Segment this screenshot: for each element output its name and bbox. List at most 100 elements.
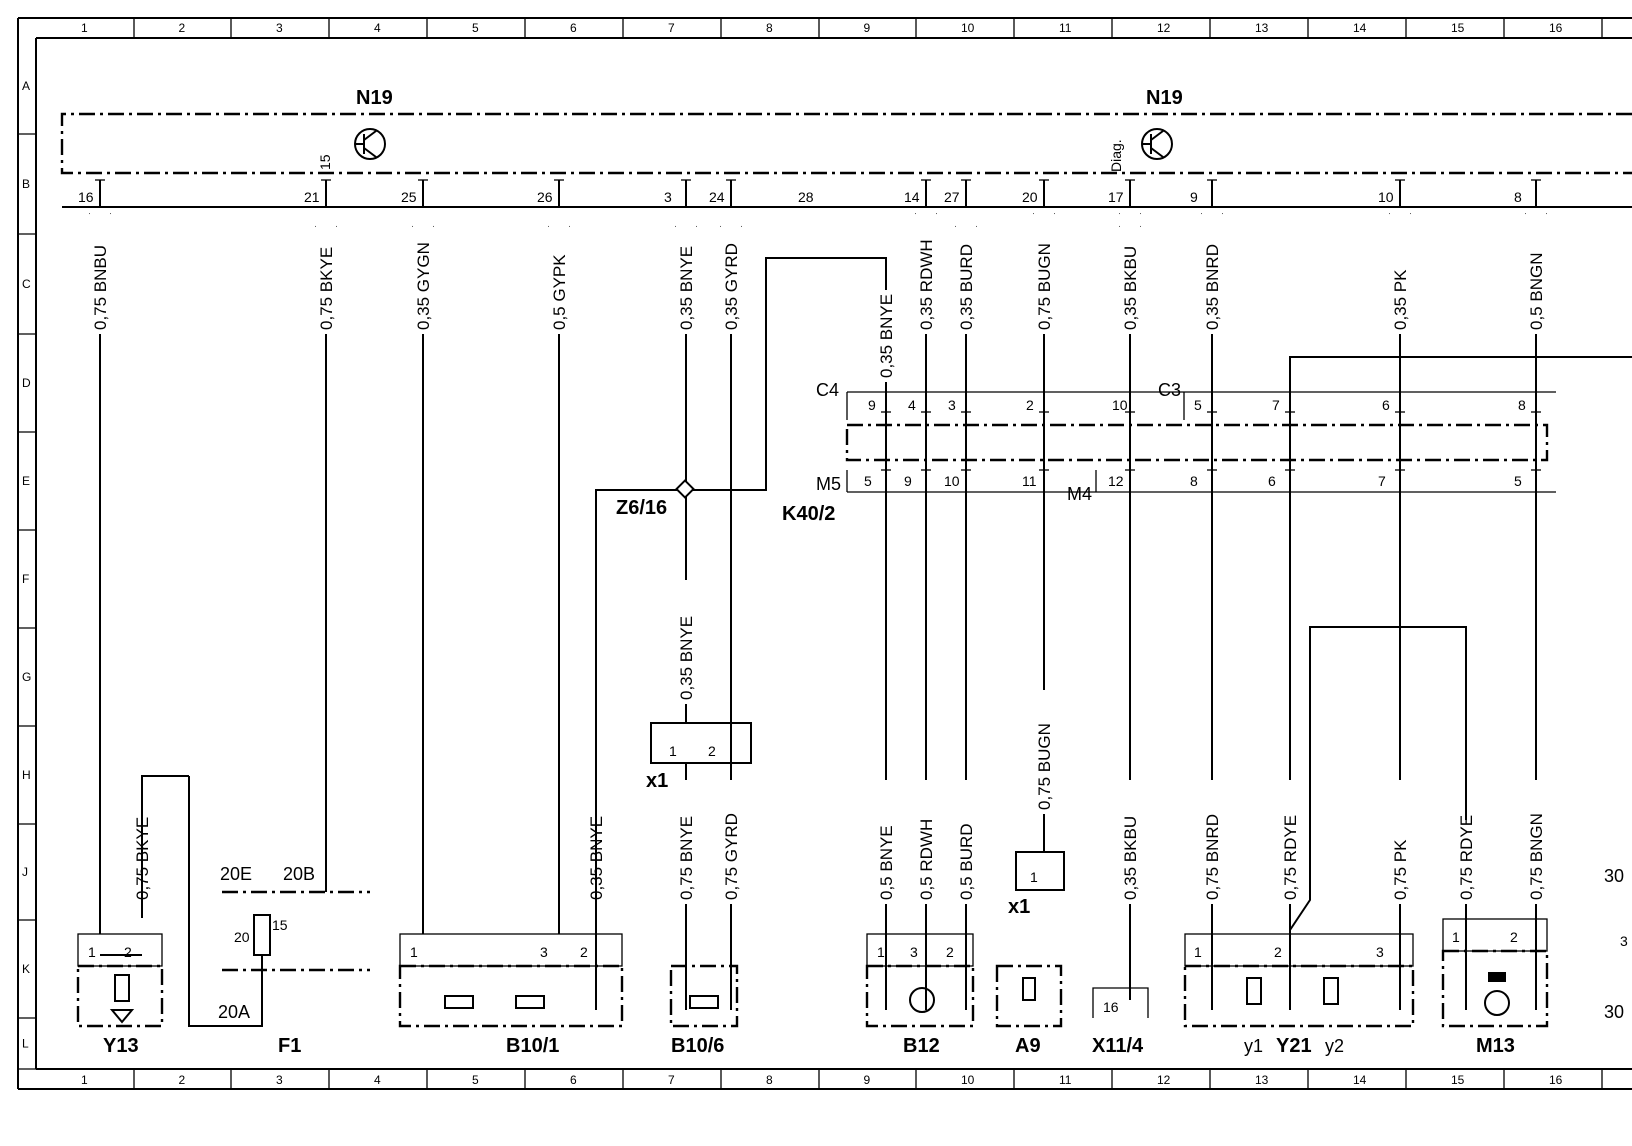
column-label: 13 <box>1255 21 1269 35</box>
column-label: 11 <box>1059 1073 1072 1087</box>
row-label: H <box>22 768 31 782</box>
column-label: 9 <box>864 1073 871 1087</box>
x11-4-label: X11/4 <box>1092 1035 1144 1057</box>
b10-6-label: B10/6 <box>671 1035 724 1057</box>
wire-label: 0,35 BKBU <box>1121 816 1140 900</box>
f1-15: 15 <box>272 917 288 933</box>
row-label: J <box>22 865 28 879</box>
b10-6-sensor: B10/6 <box>669 964 739 1057</box>
n19-pin-label: 10 <box>1378 189 1394 205</box>
column-label: 7 <box>668 1073 675 1087</box>
k40-pin: 2 <box>1026 397 1034 413</box>
wire-label: 0,5 GYPK <box>550 254 569 330</box>
column-label: 12 <box>1157 21 1171 35</box>
svg-text:1: 1 <box>410 944 418 960</box>
column-label: 15 <box>1451 1073 1465 1087</box>
svg-text:1: 1 <box>877 944 885 960</box>
k40-2-module: C4 C3 M5 M4 K40/2 <box>782 380 1556 525</box>
wire-label: 0,35 GYRD <box>722 243 741 330</box>
svg-text:2: 2 <box>580 944 588 960</box>
n19-pin-label: 14 <box>904 189 920 205</box>
y21-y2: y2 <box>1325 1036 1344 1056</box>
a9-label: A9 <box>1015 1035 1041 1057</box>
wire-label: 0,75 BNGN <box>1527 813 1546 900</box>
n19-pin-label: 24 <box>709 189 725 205</box>
k40-pin: 9 <box>904 473 912 489</box>
n19-pin-label: 25 <box>401 189 417 205</box>
wire-label: 0,35 BNYE <box>677 246 696 330</box>
column-label: 7 <box>668 21 675 35</box>
n19-pin-label: 16 <box>78 189 94 205</box>
k40-pin: 7 <box>1272 397 1280 413</box>
n19-pin-label: 26 <box>537 189 553 205</box>
column-label: 16 <box>1549 21 1563 35</box>
column-label: 6 <box>570 1073 577 1087</box>
m5-label: M5 <box>816 474 841 494</box>
column-label: 3 <box>276 21 283 35</box>
f1-label: F1 <box>278 1035 301 1057</box>
k40-pin: 6 <box>1382 397 1390 413</box>
k40-pin: 6 <box>1268 473 1276 489</box>
svg-text:2: 2 <box>946 944 954 960</box>
wire-label: 0,75 BKYE <box>317 247 336 330</box>
svg-text:3: 3 <box>1620 933 1628 949</box>
svg-text:30: 30 <box>1604 1002 1624 1022</box>
column-label: 4 <box>374 21 381 35</box>
k40-pin: 10 <box>944 473 960 489</box>
k40-pin: 4 <box>908 397 916 413</box>
wire-label: 0,35 BNYE <box>677 616 696 700</box>
f1-20e: 20E <box>220 864 252 884</box>
wire-label: 0,35 BURD <box>957 244 976 330</box>
svg-text:1: 1 <box>669 743 677 759</box>
column-label: 1 <box>81 1073 88 1087</box>
row-label: F <box>22 572 29 586</box>
row-label: E <box>22 474 30 488</box>
wire-label: 0,5 BNYE <box>877 825 896 900</box>
svg-text:1: 1 <box>88 944 96 960</box>
wire-label: 0,35 GYGN <box>414 242 433 330</box>
n19-pin-label: 17 <box>1108 189 1124 205</box>
column-label: 9 <box>864 21 871 35</box>
column-label: 2 <box>179 1073 186 1087</box>
k40-pin: 8 <box>1518 397 1526 413</box>
n19-label: N19 <box>1146 87 1183 109</box>
n19-pin-label: 28 <box>798 189 814 205</box>
row-label: L <box>22 1037 29 1051</box>
column-label: 14 <box>1353 21 1367 35</box>
wire-label: 0,75 BNYE <box>677 816 696 900</box>
wire-label: 0,75 BNRD <box>1203 814 1222 900</box>
column-label: 5 <box>472 21 479 35</box>
wire-label: 0,5 BURD <box>957 823 976 900</box>
k40-pin: 8 <box>1190 473 1198 489</box>
column-label: 15 <box>1451 21 1465 35</box>
column-label: 10 <box>961 21 975 35</box>
wire-label: 0,75 BNBU <box>91 245 110 330</box>
cut-off-component: 30 3 30 <box>1604 866 1628 1022</box>
c4-label: C4 <box>816 380 839 400</box>
m4-label: M4 <box>1067 484 1092 504</box>
svg-text:16: 16 <box>1103 999 1119 1015</box>
wire-label: 0,35 RDWH <box>917 239 936 330</box>
n19-pin-label: 20 <box>1022 189 1038 205</box>
k40-label: K40/2 <box>782 503 835 525</box>
wire-label: 0,75 BUGN <box>1035 723 1054 810</box>
wires: 0,75 BNBU 0,75 BKYE 0,35 GYGN 0,5 GYPK 0,35 … <box>90 210 1546 1010</box>
a9-pump: A9 <box>995 964 1063 1057</box>
svg-text:3: 3 <box>910 944 918 960</box>
n19-pin-label: 15 <box>317 154 333 170</box>
k40-pin: 5 <box>864 473 872 489</box>
wire-label: 0,75 GYRD <box>722 813 741 900</box>
column-label: 4 <box>374 1073 381 1087</box>
x1-label: x1 <box>1008 896 1030 918</box>
f1-fuse: 20E 20B 20A 20 15 F1 <box>188 776 370 1057</box>
svg-text:2: 2 <box>708 743 716 759</box>
column-label: 11 <box>1059 21 1072 35</box>
column-label: 14 <box>1353 1073 1367 1087</box>
wire-label: 0,5 RDWH <box>917 819 936 900</box>
column-label: 12 <box>1157 1073 1171 1087</box>
z6-16-splice: Z6/16 <box>595 257 887 1010</box>
